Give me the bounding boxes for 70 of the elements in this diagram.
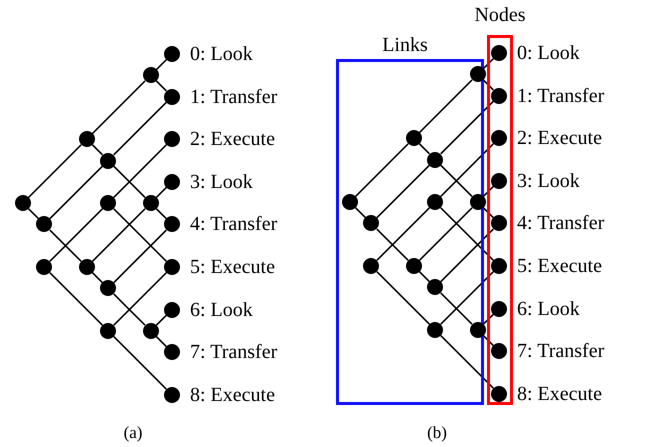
link-line: [482, 334, 494, 346]
node-label: 0: Look: [517, 42, 580, 64]
link-line: [156, 314, 167, 326]
link-line: [440, 143, 494, 198]
link-line: [156, 59, 167, 70]
node-label: 6: Look: [190, 298, 253, 321]
link-line: [49, 166, 104, 220]
link-line: [49, 208, 104, 262]
link-line: [376, 271, 430, 325]
link-line: [156, 336, 167, 348]
link-line: [482, 207, 494, 218]
link-line: [376, 164, 430, 218]
link-line: [92, 272, 104, 284]
node-label: 3: Look: [190, 170, 253, 193]
link-line: [440, 271, 494, 325]
node-label: 1: Transfer: [517, 84, 604, 107]
link-line: [113, 229, 167, 284]
link-line: [156, 186, 167, 198]
link-line: [49, 272, 104, 326]
node-label: 5: Execute: [190, 256, 275, 278]
node-label: 2: Execute: [517, 127, 602, 150]
link-line: [156, 80, 167, 92]
link-line: [418, 79, 473, 134]
link-line: [28, 208, 40, 220]
node-label: 6: Look: [517, 298, 580, 320]
panel-caption: (b): [427, 422, 447, 444]
node-label: 2: Execute: [190, 128, 275, 150]
link-line: [440, 292, 473, 325]
node-label: 7: Transfer: [517, 340, 604, 362]
group-title: Nodes: [474, 4, 526, 26]
link-line: [354, 207, 366, 218]
link-line: [92, 208, 146, 262]
link-line: [482, 186, 494, 198]
link-line: [376, 207, 430, 261]
link-line: [418, 271, 430, 282]
link-line: [92, 144, 104, 156]
link-line: [113, 144, 167, 198]
link-line: [113, 166, 146, 198]
node-label: 5: Execute: [517, 255, 602, 277]
link-line: [440, 164, 473, 198]
link-line: [440, 100, 494, 154]
link-line: [418, 143, 430, 154]
node-label: 0: Look: [190, 43, 253, 65]
link-line: [92, 80, 146, 134]
link-line: [28, 144, 82, 198]
node-label: 3: Look: [517, 170, 580, 192]
link-line: [113, 102, 167, 156]
link-line: [482, 58, 494, 70]
link-line: [113, 336, 167, 390]
panel-caption: (a): [124, 422, 142, 444]
link-line: [440, 207, 494, 261]
link-line: [113, 293, 146, 326]
link-line: [440, 228, 494, 282]
link-line: [354, 143, 409, 198]
link-line: [113, 208, 167, 262]
node-label: 1: Transfer: [190, 86, 278, 108]
node-label: 4: Transfer: [190, 213, 278, 236]
link-line: [113, 272, 167, 326]
link-line: [376, 228, 409, 261]
link-line: [440, 334, 494, 389]
link-line: [156, 208, 167, 220]
link-line: [49, 229, 82, 262]
link-line: [418, 207, 473, 261]
link-line: [482, 314, 494, 325]
node-label: 4: Transfer: [517, 212, 604, 234]
node-label: 7: Transfer: [190, 341, 278, 364]
link-line: [482, 79, 494, 91]
node-label: 8: Execute: [190, 384, 275, 406]
group-title: Links: [382, 34, 428, 56]
node-label: 8: Execute: [517, 382, 602, 405]
